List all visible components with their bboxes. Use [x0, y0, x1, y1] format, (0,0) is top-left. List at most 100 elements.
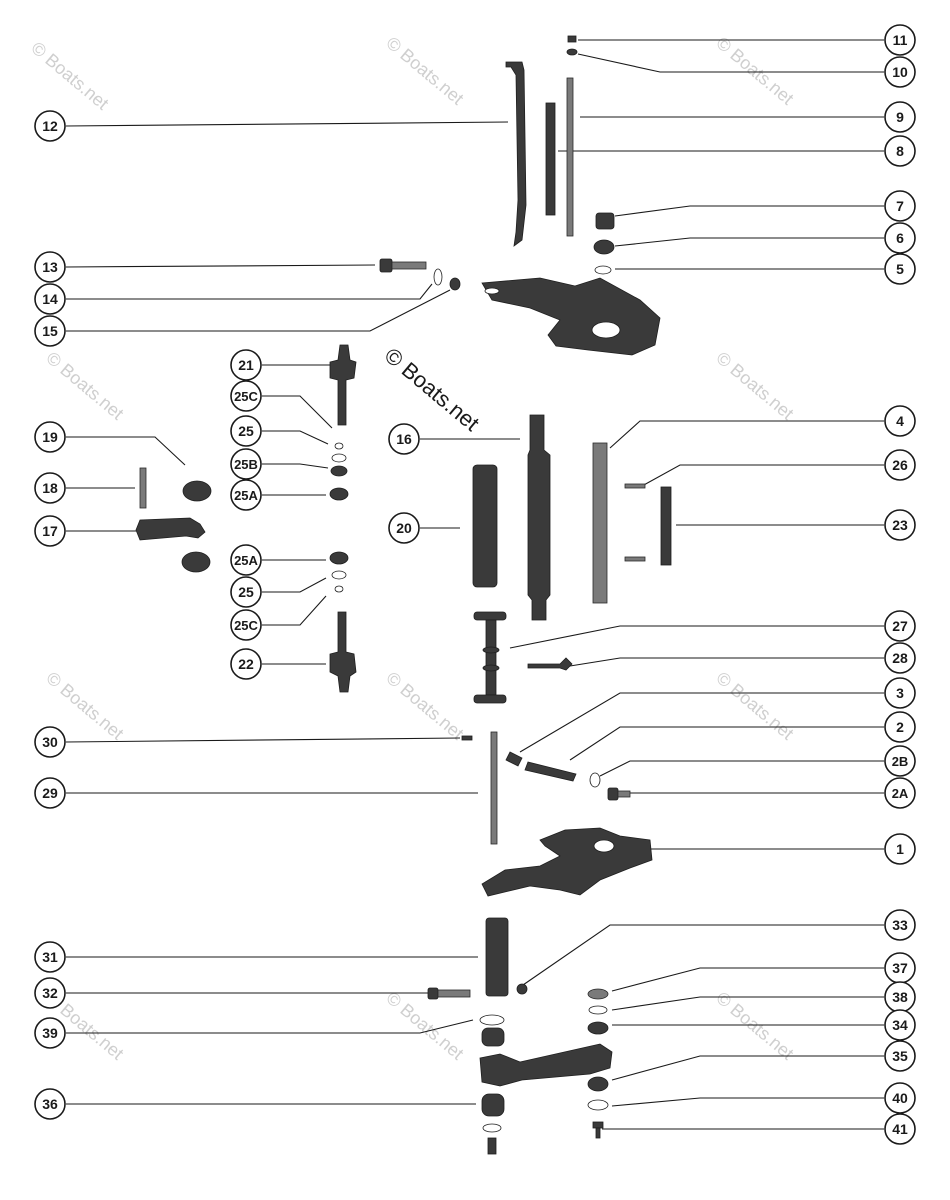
watermark-text: © Boats.net — [382, 668, 467, 744]
part-31-sleeve — [485, 917, 509, 997]
part-25a-bottom — [329, 551, 349, 565]
part-11 — [567, 35, 577, 43]
callout-label: 25A — [234, 488, 258, 503]
callout-2b: 2B — [884, 745, 916, 777]
callout-18: 18 — [34, 472, 66, 504]
callout-label: 21 — [238, 357, 254, 373]
callout-label: 20 — [396, 520, 412, 536]
bracket-hole — [484, 287, 500, 295]
callout-28: 28 — [884, 642, 916, 674]
part-30-pin — [461, 735, 473, 741]
part-2a-bolt-shank — [617, 790, 631, 798]
callout-25-bottom: 25 — [230, 576, 262, 608]
bracket-hole — [593, 839, 615, 853]
part-2-screw — [524, 761, 577, 782]
callout-label: 25C — [234, 618, 258, 633]
callout-4: 4 — [884, 405, 916, 437]
part-27-spool-bottom — [473, 694, 507, 704]
callout-label: 14 — [42, 291, 58, 307]
callout-label: 31 — [42, 949, 58, 965]
watermark-text: © Boats.net — [42, 348, 127, 424]
part-12-rod — [505, 61, 527, 247]
part-27-spool-body — [485, 619, 497, 696]
callout-label: 15 — [42, 323, 58, 339]
part-2b-washer — [589, 772, 601, 788]
callout-label: 1 — [896, 841, 904, 857]
callout-label: 41 — [892, 1121, 908, 1137]
bushing — [481, 1027, 505, 1047]
part-37 — [587, 988, 609, 1000]
part-13-bolt-shank — [391, 261, 427, 270]
callout-34: 34 — [884, 1009, 916, 1041]
callout-label: 2A — [892, 786, 909, 801]
part-21-stud — [329, 344, 357, 426]
callout-label: 9 — [896, 109, 904, 125]
part-10 — [566, 48, 578, 56]
part-27-ring — [482, 664, 500, 672]
callout-12: 12 — [34, 110, 66, 142]
callout-label: 2 — [896, 719, 904, 735]
callout-label: 10 — [892, 64, 908, 80]
callout-label: 36 — [42, 1096, 58, 1112]
callout-38: 38 — [884, 981, 916, 1013]
part-19-bushing — [182, 480, 212, 502]
part-35 — [587, 1076, 609, 1092]
lower-bracket-casting — [481, 827, 653, 897]
watermark-text: © Boats.net — [382, 33, 467, 109]
part-15-nut — [449, 277, 461, 291]
part-5-washer — [594, 265, 612, 275]
upper-bracket-casting — [481, 277, 661, 356]
part-41-screw-shank — [595, 1127, 601, 1139]
callout-label: 30 — [42, 734, 58, 750]
bushing — [587, 1021, 609, 1035]
callout-2: 2 — [884, 711, 916, 743]
callout-25a-bottom: 25A — [230, 544, 262, 576]
callout-label: 3 — [896, 685, 904, 701]
part-25-top — [331, 453, 347, 463]
watermark-text: © Boats.net — [712, 988, 797, 1064]
callout-label: 4 — [896, 413, 904, 429]
callout-label: 35 — [892, 1048, 908, 1064]
part-19-bushing — [181, 551, 211, 573]
callout-29: 29 — [34, 777, 66, 809]
callout-label: 11 — [893, 32, 908, 48]
part-27-ring — [482, 646, 500, 654]
part-40-washer — [587, 1099, 609, 1111]
part-20-tube — [472, 464, 498, 588]
center-watermark: © Boats.net — [380, 343, 484, 436]
callout-30: 30 — [34, 726, 66, 758]
callout-6: 6 — [884, 222, 916, 254]
watermark-text: © Boats.net — [712, 348, 797, 424]
callout-20: 20 — [388, 512, 420, 544]
part-41-screw-head — [592, 1121, 604, 1129]
callout-label: 25B — [234, 457, 258, 472]
callout-label: 34 — [892, 1017, 908, 1033]
part-25-bottom — [331, 570, 347, 580]
part-14-washer — [433, 268, 443, 286]
callout-22: 22 — [230, 648, 262, 680]
callout-label: 25 — [238, 584, 254, 600]
callout-label: 5 — [896, 261, 904, 277]
callout-25c-bottom: 25C — [230, 609, 262, 641]
part-28-clip — [527, 657, 573, 671]
callout-21: 21 — [230, 349, 262, 381]
washer — [482, 1123, 502, 1133]
callout-label: 25C — [234, 389, 258, 404]
part-32-bolt-head — [427, 987, 439, 1000]
callout-13: 13 — [34, 251, 66, 283]
part-39-washer — [479, 1014, 505, 1026]
callout-41: 41 — [884, 1113, 916, 1145]
part-7-nut — [595, 212, 615, 230]
watermark-text: © Boats.net — [712, 33, 797, 109]
watermark-text: © Boats.net — [712, 668, 797, 744]
callout-label: 27 — [892, 618, 908, 634]
part-36-bushing — [481, 1093, 505, 1117]
callout-33: 33 — [884, 909, 916, 941]
part-4-tube — [592, 442, 608, 604]
part-32-bolt-shank — [437, 989, 471, 998]
callout-8: 8 — [884, 135, 916, 167]
leader-lines — [65, 39, 884, 1130]
callout-5: 5 — [884, 253, 916, 285]
part-16-shaft — [527, 414, 551, 621]
